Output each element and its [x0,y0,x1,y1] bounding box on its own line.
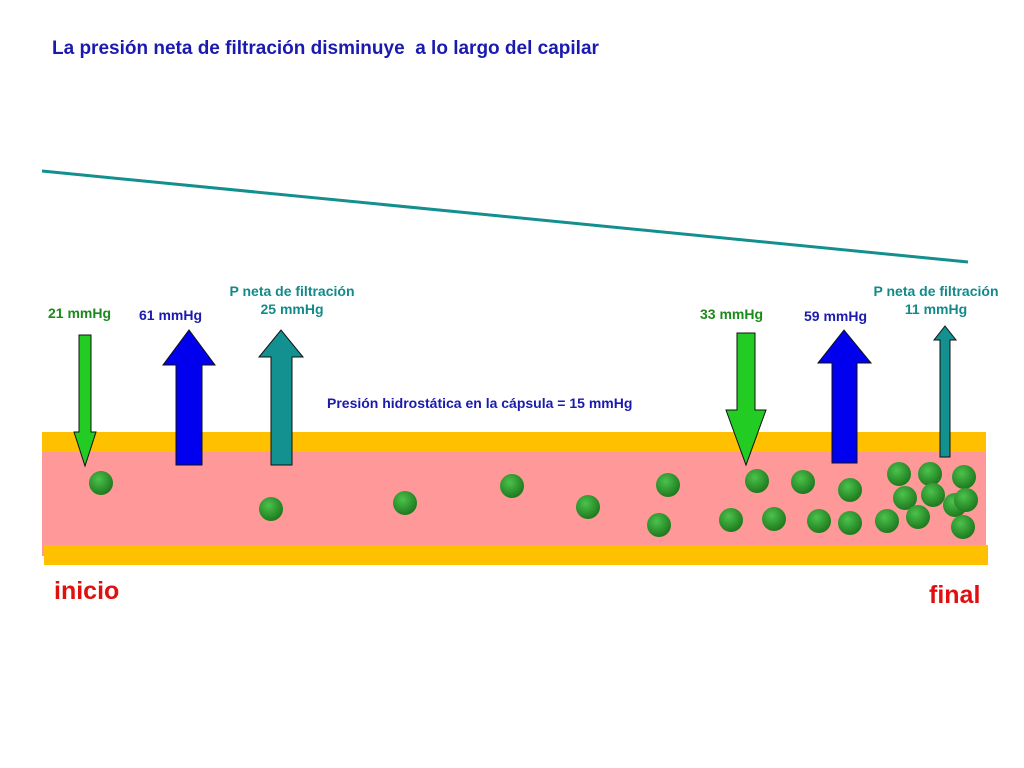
protein-particle [656,473,680,497]
protein-particle [951,515,975,539]
protein-particle [893,486,917,510]
protein-particle [807,509,831,533]
protein-particle [906,505,930,529]
protein-particle [791,470,815,494]
protein-particle [259,497,283,521]
protein-particle [745,469,769,493]
protein-particle [719,508,743,532]
protein-particle [500,474,524,498]
net-filtration-title-start: P neta de filtración [229,283,355,299]
hydrostatic-pressure-label-start: 61 mmHg [139,307,203,323]
oncotic-pressure-arrow-start [73,334,97,468]
capillary-lumen [42,450,986,556]
protein-particle [887,462,911,486]
net-filtration-title-end: P neta de filtración [873,283,999,299]
oncotic-pressure-label-end: 33 mmHg [700,306,764,322]
end-label: final [929,581,981,609]
protein-particle [838,511,862,535]
net-filtration-arrow-start [257,329,305,466]
protein-particle [647,513,671,537]
hydrostatic-pressure-label-end: 59 mmHg [804,308,868,324]
protein-particle [576,495,600,519]
net-filtration-arrow-end [932,325,958,458]
protein-particle [918,462,942,486]
protein-particle [762,507,786,531]
protein-particle [921,483,945,507]
start-label: inicio [54,577,120,605]
protein-particles [89,462,978,539]
hydrostatic-pressure-arrow-start [162,329,216,466]
protein-particle [89,471,113,495]
oncotic-pressure-arrow-end [725,332,767,467]
capsule-pressure-label: Presión hidrostática en la cápsula = 15 … [327,395,633,411]
net-filtration-value-start: 25 mmHg [260,301,324,317]
protein-particle [954,488,978,512]
protein-particle [393,491,417,515]
hydrostatic-pressure-arrow-end [816,329,873,464]
protein-particle [838,478,862,502]
capillary-wall-bottom [44,545,988,565]
protein-particle [952,465,976,489]
net-filtration-value-end: 11 mmHg [904,301,968,317]
net-filtration-label-start: P neta de filtración 25 mmHg [212,282,372,318]
protein-particle [875,509,899,533]
oncotic-pressure-label-start: 21 mmHg [48,305,112,321]
diagram-title: La presión neta de filtración disminuye … [52,38,599,59]
net-filtration-label-end: P neta de filtración 11 mmHg [856,282,1016,318]
net-pressure-trend-line [41,169,969,264]
